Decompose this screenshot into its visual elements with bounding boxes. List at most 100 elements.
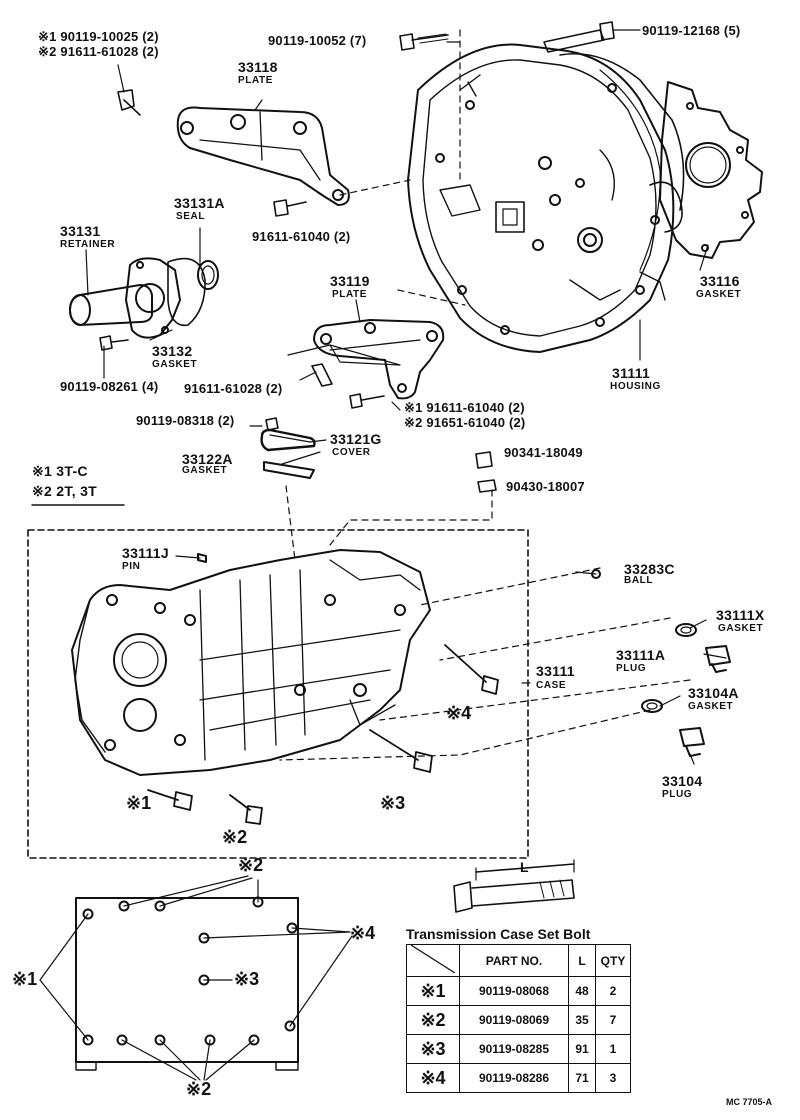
- dashed-leader-lines: [279, 29, 691, 761]
- table-row: ※3 90119-08285 91 1: [406, 1034, 631, 1064]
- table-cell-length: 48: [568, 976, 596, 1006]
- gasket-label-5: GASKET: [688, 701, 734, 712]
- housing-gasket-drawing: [649, 81, 763, 259]
- part-33132: 33132: [152, 343, 193, 359]
- bolt-table-title: Transmission Case Set Bolt: [406, 926, 591, 942]
- transmission-case-drawing: [71, 549, 431, 776]
- retainer-assembly-drawing: [69, 257, 219, 339]
- plate-label-1: PLATE: [238, 75, 274, 86]
- case-hole-layout-drawing: [75, 896, 299, 1071]
- part-33104A: 33104A: [688, 685, 739, 701]
- plug-18049: 90341-18049: [504, 445, 583, 460]
- hole-mark-2-top: ※2: [238, 855, 264, 875]
- table-cell-qty: 1: [595, 1034, 631, 1064]
- legend-key-2: ※2 2T, 3T: [32, 483, 98, 499]
- gasket-label-1: GASKET: [696, 289, 742, 300]
- case-label: CASE: [536, 680, 567, 691]
- part-33122A: 33122A: [182, 451, 233, 467]
- housing-label: HOUSING: [610, 381, 661, 392]
- callout-2-bolt: ※2 91611-61028 (2): [38, 44, 159, 59]
- table-row: ※2 90119-08069 35 7: [406, 1005, 631, 1035]
- bolt-mark-3: ※3: [380, 793, 406, 813]
- table-cell-mark: ※2: [406, 1005, 460, 1035]
- hole-mark-2-bottom: ※2: [186, 1079, 212, 1099]
- part-33131A: 33131A: [174, 195, 225, 211]
- part-33118: 33118: [238, 59, 278, 75]
- bolt-08318: 90119-08318 (2): [136, 413, 235, 428]
- table-cell-length: 91: [568, 1034, 596, 1064]
- part-33119: 33119: [330, 273, 370, 289]
- table-cell-mark: ※4: [406, 1063, 460, 1093]
- table-header-cell: [406, 944, 460, 977]
- table-cell-qty: 7: [595, 1005, 631, 1035]
- bolt-10052: 90119-10052 (7): [268, 33, 367, 48]
- bolt-61028: 91611-61028 (2): [184, 381, 283, 396]
- case-group-frame: [27, 529, 529, 859]
- table-cell-length: 35: [568, 1005, 596, 1035]
- plate-33119-drawing: [313, 319, 445, 400]
- leader-lines: [85, 29, 727, 765]
- bolts-drawing: [99, 21, 615, 493]
- bell-housing-drawing: [407, 43, 685, 353]
- plug-label-1: PLUG: [616, 663, 647, 674]
- case-bolts-drawing: [147, 644, 499, 825]
- seal-label: SEAL: [176, 211, 206, 222]
- table-cell-length: 71: [568, 1063, 596, 1093]
- part-18007: 90430-18007: [506, 479, 585, 494]
- table-row: ※4 90119-08286 71 3: [406, 1063, 631, 1093]
- bolt-table: PART NO. L QTY ※1 90119-08068 48 2 ※2 90…: [406, 944, 631, 1093]
- callout-3-bolt: ※1 91611-61040 (2): [404, 400, 525, 415]
- bolt-08261: 90119-08261 (4): [60, 379, 159, 394]
- table-cell-part: 90119-08285: [459, 1034, 569, 1064]
- hole-mark-4: ※4: [350, 923, 376, 943]
- hole-layout-leaders: [39, 875, 353, 1081]
- gasket-label-4: GASKET: [718, 623, 764, 634]
- table-cell-part: 90119-08069: [459, 1005, 569, 1035]
- table-cell-part: 90119-08068: [459, 976, 569, 1006]
- callout-4-bolt: ※2 91651-61040 (2): [404, 415, 526, 430]
- table-corner-diagonal: [410, 944, 456, 974]
- hole-mark-1: ※1: [12, 969, 38, 989]
- bolt-mark-1: ※1: [126, 793, 152, 813]
- pin-label: PIN: [122, 561, 141, 572]
- cover-label: COVER: [332, 447, 371, 458]
- table-cell-mark: ※1: [406, 976, 460, 1006]
- part-33131: 33131: [60, 223, 101, 239]
- part-33104: 33104: [662, 773, 703, 789]
- table-header-cell: QTY: [595, 944, 631, 977]
- part-31111: 31111: [612, 365, 651, 381]
- gasket-label-2: GASKET: [152, 359, 198, 370]
- retainer-label: RETAINER: [60, 239, 116, 250]
- part-33111J: 33111J: [122, 545, 169, 561]
- plug-label-2: PLUG: [662, 789, 693, 800]
- plugs-drawing: [641, 623, 731, 757]
- part-33121G: 33121G: [330, 431, 382, 447]
- plate-label-2: PLATE: [332, 289, 368, 300]
- table-cell-qty: 3: [595, 1063, 631, 1093]
- part-33116: 33116: [700, 273, 740, 289]
- plate-33119-shadow: [287, 344, 401, 366]
- table-cell-qty: 2: [595, 976, 631, 1006]
- hole-mark-3: ※3: [234, 969, 260, 989]
- dimension-bolt-drawing: [453, 859, 575, 913]
- part-33111A: 33111A: [616, 647, 666, 663]
- bolt-mark-4: ※4: [446, 703, 472, 723]
- part-33283C: 33283C: [624, 561, 675, 577]
- bolt-61040: 91611-61040 (2): [252, 229, 351, 244]
- table-header-row: PART NO. L QTY: [406, 944, 631, 977]
- figure-code: MC 7705-A: [726, 1097, 773, 1107]
- table-row: ※1 90119-08068 48 2: [406, 976, 631, 1006]
- length-dimension-label: L: [520, 859, 529, 875]
- table-cell-part: 90119-08286: [459, 1063, 569, 1093]
- table-header-cell: PART NO.: [459, 944, 569, 977]
- plate-33118-drawing: [176, 106, 350, 206]
- bolt-12168: 90119-12168 (5): [642, 23, 741, 38]
- bolt-mark-2: ※2: [222, 827, 248, 847]
- ball-label: BALL: [624, 575, 654, 586]
- part-33111: 33111: [536, 663, 575, 679]
- part-33111X: 33111X: [716, 607, 765, 623]
- table-cell-mark: ※3: [406, 1034, 460, 1064]
- gasket-label-3: GASKET: [182, 465, 228, 476]
- table-header-cell: L: [568, 944, 596, 977]
